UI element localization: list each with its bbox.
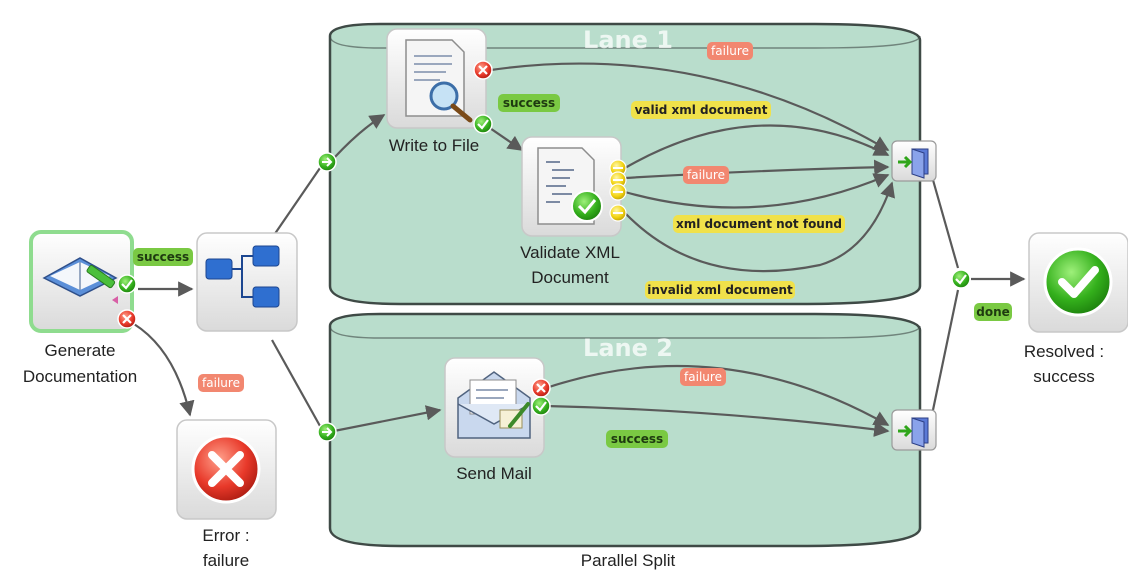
edge-not-found (624, 173, 890, 209)
tag-valid-xml: valid xml document (631, 101, 771, 119)
validate-output-ports[interactable] (609, 159, 627, 222)
tag-gen-success: success (133, 248, 193, 266)
lane-1-title: Lane 1 (583, 26, 673, 54)
generate-label-line1: Generate (45, 341, 116, 360)
generate-documentation-node[interactable]: Generate Documentation (23, 230, 137, 386)
edge-validate-failure (624, 159, 890, 180)
edge-generate-failure (133, 323, 195, 417)
resolved-label-line2: success (1033, 367, 1094, 386)
tag-not-found: xml document not found (673, 215, 845, 233)
write-success-port-icon[interactable] (473, 114, 493, 134)
checkmark-icon (477, 119, 489, 130)
tag-not-found-text: xml document not found (676, 217, 842, 231)
lane1-exit-node[interactable] (891, 140, 937, 182)
tag-mail-success: success (606, 430, 668, 448)
edge-split-to-lane2 (271, 339, 321, 427)
tag-write-success-text: success (503, 96, 555, 110)
send-mail-label: Send Mail (456, 464, 532, 483)
validate-label-line1: Validate XML (520, 243, 620, 262)
edge-lane1-exit-to-join (931, 179, 960, 269)
edge-lane1-entry-to-write (333, 114, 386, 159)
success-check-icon (1043, 247, 1113, 317)
tag-gen-failure: failure (198, 374, 244, 392)
write-to-file-node[interactable]: Write to File (386, 28, 487, 155)
edge-split-to-lane1 (271, 167, 321, 239)
tag-mail-success-text: success (611, 432, 663, 446)
tag-done: done (974, 303, 1012, 321)
resolved-node[interactable]: Resolved : success (1024, 232, 1128, 386)
error-x-icon (191, 434, 261, 504)
parallel-split-icon (205, 245, 280, 308)
edge-invalid-xml (624, 181, 895, 273)
tag-write-failure: failure (707, 42, 753, 60)
x-mark-icon (478, 65, 488, 75)
validate-label-line2: Document (531, 268, 609, 287)
lane-2-title: Lane 2 (583, 334, 673, 362)
document-magnifier-icon (405, 39, 473, 123)
lane2-entry-icon[interactable] (317, 422, 337, 442)
envelope-pencil-icon (457, 371, 531, 439)
edges (133, 62, 1026, 437)
error-label-line2: failure (203, 551, 249, 570)
tag-validate-failure: failure (683, 166, 729, 184)
tag-invalid-xml: invalid xml document (645, 281, 795, 299)
tag-validate-failure-text: failure (687, 168, 725, 182)
edge-valid-xml (624, 124, 890, 169)
tag-gen-failure-text: failure (202, 376, 240, 390)
parallel-split-label: Parallel Split (581, 551, 676, 570)
book-pencil-icon (42, 257, 118, 304)
parallel-split-node[interactable] (196, 232, 298, 332)
join-point-icon[interactable] (951, 269, 971, 289)
tag-valid-xml-text: valid xml document (635, 103, 768, 117)
error-node[interactable]: Error : failure (176, 419, 277, 570)
tag-write-failure-text: failure (711, 44, 749, 58)
x-mark-icon (122, 314, 132, 324)
exit-door-icon (898, 417, 929, 448)
edge-lane2-entry-to-mail (333, 405, 442, 433)
resolved-label-line1: Resolved : (1024, 342, 1104, 361)
edge-lane2-exit-to-join (931, 289, 960, 411)
checkmark-icon (535, 401, 547, 412)
xml-document-check-icon (537, 147, 603, 225)
tag-invalid-xml-text: invalid xml document (647, 283, 793, 297)
lane1-entry-icon[interactable] (317, 152, 337, 172)
tag-write-success: success (498, 94, 560, 112)
tag-gen-success-text: success (137, 250, 189, 264)
lane2-exit-node[interactable] (891, 409, 937, 451)
exit-door-icon (898, 148, 929, 179)
x-mark-icon (536, 383, 546, 393)
error-label-line1: Error : (202, 526, 249, 545)
tag-mail-failure: failure (680, 368, 726, 386)
generate-success-port-icon[interactable] (117, 274, 137, 294)
tag-done-text: done (976, 305, 1010, 319)
tag-mail-failure-text: failure (684, 370, 722, 384)
generate-label-line2: Documentation (23, 367, 137, 386)
write-to-file-label: Write to File (389, 136, 479, 155)
send-mail-node[interactable]: Send Mail (444, 357, 545, 483)
edge-mail-success (545, 404, 890, 437)
checkmark-icon (121, 279, 133, 290)
edge-write-failure (490, 62, 890, 151)
mail-success-port-icon[interactable] (531, 396, 551, 416)
